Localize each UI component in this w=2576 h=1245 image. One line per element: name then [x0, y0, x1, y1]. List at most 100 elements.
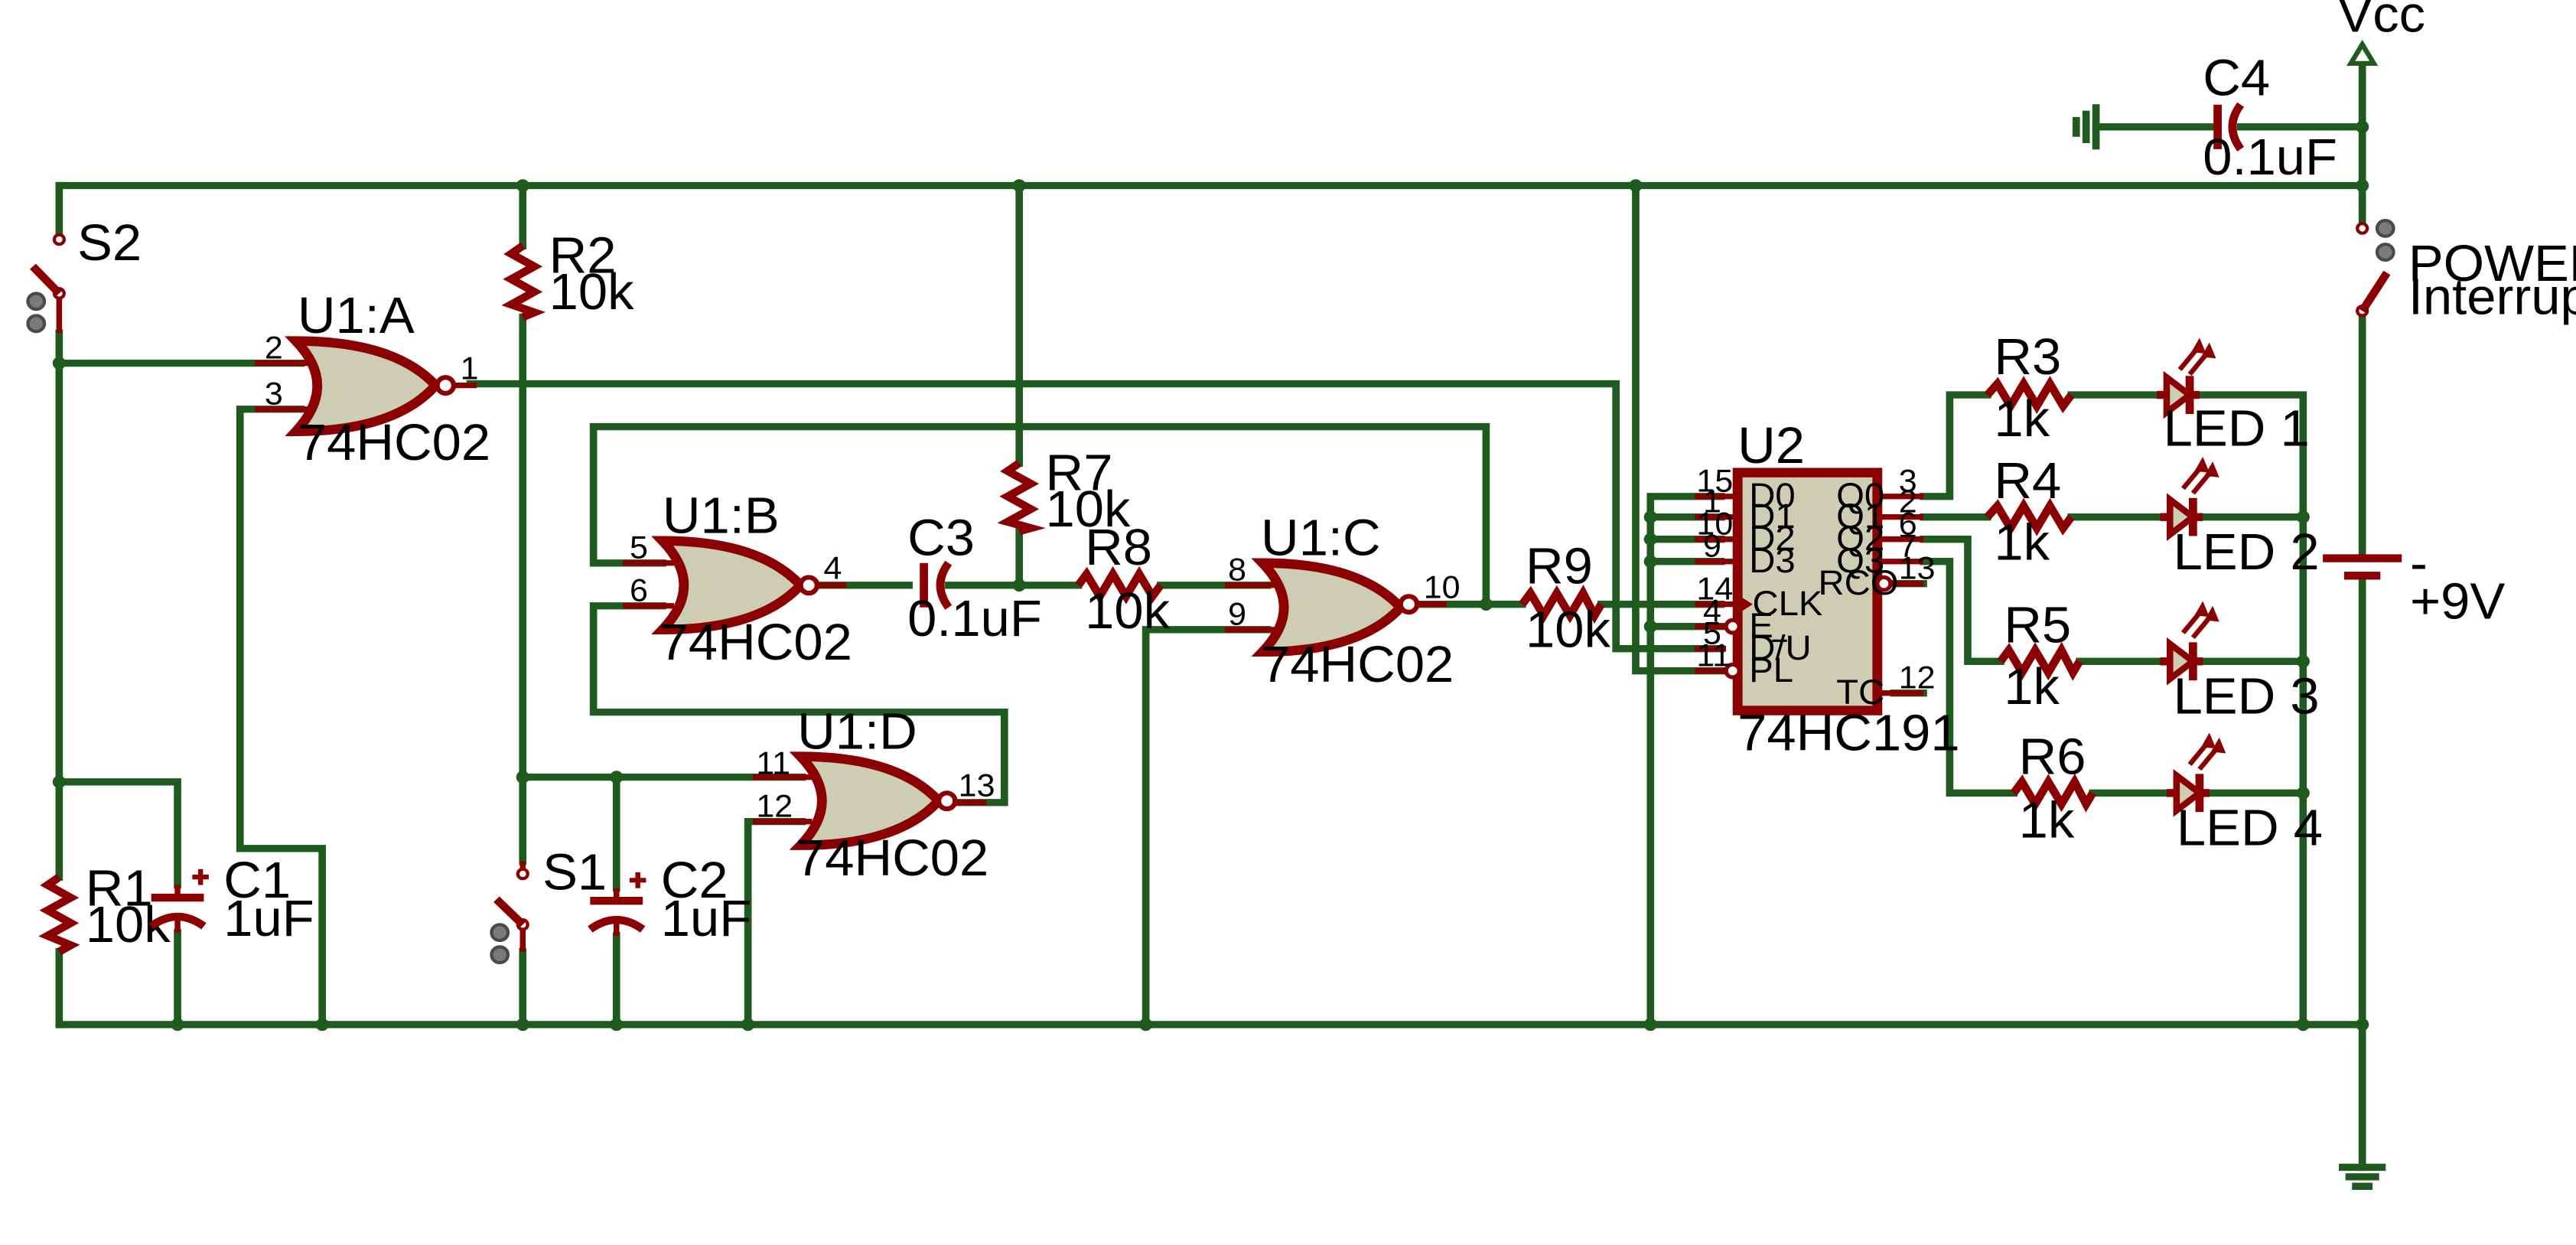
- u1a-pin-in2: 3: [265, 376, 283, 411]
- c1-value: 1uF: [223, 891, 314, 947]
- gate-u1a[interactable]: 2 3 1 U1:A 74HC02: [255, 288, 490, 471]
- u1d-pin-in2: 12: [756, 788, 793, 823]
- battery-value: +9V: [2410, 573, 2505, 630]
- r3-ref: R3: [1994, 329, 2061, 386]
- u1a-part: 74HC02: [298, 415, 490, 471]
- r9-ref: R9: [1526, 539, 1593, 595]
- resistor-r1[interactable]: R1 10k: [38, 861, 171, 956]
- u2-pinnum-du: 5: [1703, 615, 1721, 650]
- u2-pin-d0: D0: [1749, 476, 1795, 515]
- led-2[interactable]: LED 2: [2160, 456, 2320, 581]
- switch-s1[interactable]: S1: [490, 845, 607, 965]
- u1b-ref: U1:B: [663, 487, 780, 544]
- u2-pinnum-q1: 2: [1899, 484, 1917, 519]
- r7-value: 10k: [1046, 481, 1131, 538]
- gate-u1b[interactable]: 5 6 4 U1:B 74HC02: [623, 487, 852, 671]
- led-1[interactable]: LED 1: [2157, 337, 2310, 457]
- u1a-pin-out: 1: [461, 350, 479, 386]
- u2-pinnum-tc: 12: [1899, 660, 1936, 695]
- resistor-r2[interactable]: R2 10k: [501, 228, 634, 321]
- junctions: [52, 120, 2369, 1032]
- battery-minus: -: [2410, 536, 2428, 592]
- ground-symbol-c4: [2072, 104, 2100, 150]
- led4-ref: LED 4: [2177, 800, 2323, 857]
- c3-value: 0.1uF: [907, 591, 1042, 647]
- battery-9v[interactable]: - +9V: [2323, 536, 2505, 630]
- resistor-r5[interactable]: R5 1k: [1997, 597, 2083, 715]
- u2-pin-clk: CLK: [1753, 584, 1823, 623]
- u1c-ref: U1:C: [1261, 510, 1381, 567]
- u1b-pin-in2: 6: [630, 572, 648, 608]
- s1-ref: S1: [542, 845, 607, 901]
- r2-value: 10k: [549, 264, 634, 321]
- r1-ref: R1: [86, 861, 153, 917]
- u2-pinnum-e: 4: [1703, 593, 1721, 628]
- u2-pin-q3: Q3: [1836, 541, 1884, 580]
- resistor-r8[interactable]: R8 10k: [1075, 520, 1171, 640]
- u2-part: 74HC191: [1737, 705, 1960, 761]
- u2-pin-d1: D1: [1749, 497, 1795, 536]
- resistor-r6[interactable]: R6 1k: [2010, 729, 2096, 849]
- u2-pin-tc: TC: [1836, 673, 1884, 712]
- u1a-pin-in1: 2: [265, 330, 283, 365]
- gate-u1d[interactable]: 11 12 13 U1:D 74HC02: [753, 703, 995, 887]
- u2-pin-d2: D2: [1749, 519, 1795, 558]
- switch-power[interactable]: POWER Interrupteur: [2356, 219, 2576, 325]
- u1d-ref: U1:D: [797, 703, 917, 760]
- r3-value: 1k: [1994, 391, 2050, 448]
- r8-ref: R8: [1085, 520, 1152, 576]
- u2-pinnum-q0: 3: [1899, 463, 1917, 498]
- c3-ref: C3: [907, 510, 975, 567]
- capacitor-c2[interactable]: C2 1uF: [588, 852, 751, 947]
- u1d-pin-in1: 11: [756, 745, 790, 781]
- u2-pinnum-clk: 14: [1696, 571, 1733, 606]
- capacitor-c3[interactable]: C3 0.1uF: [907, 510, 1042, 647]
- resistor-r9[interactable]: R9 10k: [1519, 539, 1610, 659]
- switch-s2[interactable]: S2: [26, 215, 142, 334]
- r5-value: 1k: [2004, 659, 2060, 715]
- u1b-pin-in1: 5: [630, 530, 648, 565]
- led2-ref: LED 2: [2174, 524, 2320, 581]
- power-switch-name: Interrupteur: [2408, 269, 2576, 325]
- r8-value: 10k: [1085, 583, 1170, 640]
- u2-pinnum-pl: 11: [1696, 637, 1731, 673]
- u2-pin-d3: D3: [1749, 541, 1795, 580]
- r5-ref: R5: [2004, 597, 2071, 653]
- capacitor-c1[interactable]: C1 1uF: [148, 852, 314, 947]
- u2-pin-du: D/U: [1749, 628, 1811, 667]
- s2-ref: S2: [77, 215, 142, 272]
- power-switch-ref: POWER: [2408, 236, 2576, 292]
- led-3[interactable]: LED 3: [2160, 601, 2320, 725]
- c4-ref: C4: [2203, 50, 2270, 106]
- u2-pin-rco: RCO: [1818, 563, 1898, 602]
- u1c-pin-out: 10: [1424, 569, 1461, 605]
- u2-pinnum-d1: 1: [1703, 484, 1721, 519]
- r6-value: 1k: [2019, 792, 2075, 849]
- u2-pin-q0: Q0: [1836, 476, 1884, 515]
- u1d-part: 74HC02: [796, 830, 988, 887]
- resistor-r4[interactable]: R4 1k: [1984, 453, 2075, 572]
- counter-u2[interactable]: 15 1 10 9 14 4 5 11 D0 D1 D2 D3 CLK E D/…: [1695, 418, 1960, 761]
- gate-u1c[interactable]: 8 9 10 U1:C 74HC02: [1224, 510, 1461, 693]
- vcc-label: Vcc: [2337, 0, 2425, 43]
- r7-ref: R7: [1046, 445, 1113, 502]
- c1-ref: C1: [223, 852, 291, 909]
- resistor-r3[interactable]: R3 1k: [1984, 329, 2075, 448]
- r4-value: 1k: [1994, 515, 2050, 572]
- led3-ref: LED 3: [2174, 669, 2320, 725]
- ground-symbol-right: [2339, 1163, 2386, 1190]
- u1d-pin-out: 13: [959, 768, 995, 803]
- u1b-part: 74HC02: [659, 614, 852, 671]
- u1c-part: 74HC02: [1261, 637, 1454, 693]
- r9-value: 10k: [1526, 602, 1610, 659]
- u2-pinnum-d3: 9: [1703, 528, 1721, 563]
- u2-pin-q2: Q2: [1836, 519, 1884, 558]
- u2-ref: U2: [1737, 418, 1805, 474]
- capacitor-c4[interactable]: C4 0.1uF: [2203, 50, 2337, 185]
- u2-pinnum-q2: 6: [1899, 506, 1917, 541]
- resistor-r7[interactable]: R7 10k: [997, 445, 1131, 538]
- led-4[interactable]: LED 4: [2166, 732, 2323, 857]
- u2-pinnum-d2: 10: [1696, 506, 1733, 541]
- u1c-pin-in1: 8: [1228, 552, 1246, 587]
